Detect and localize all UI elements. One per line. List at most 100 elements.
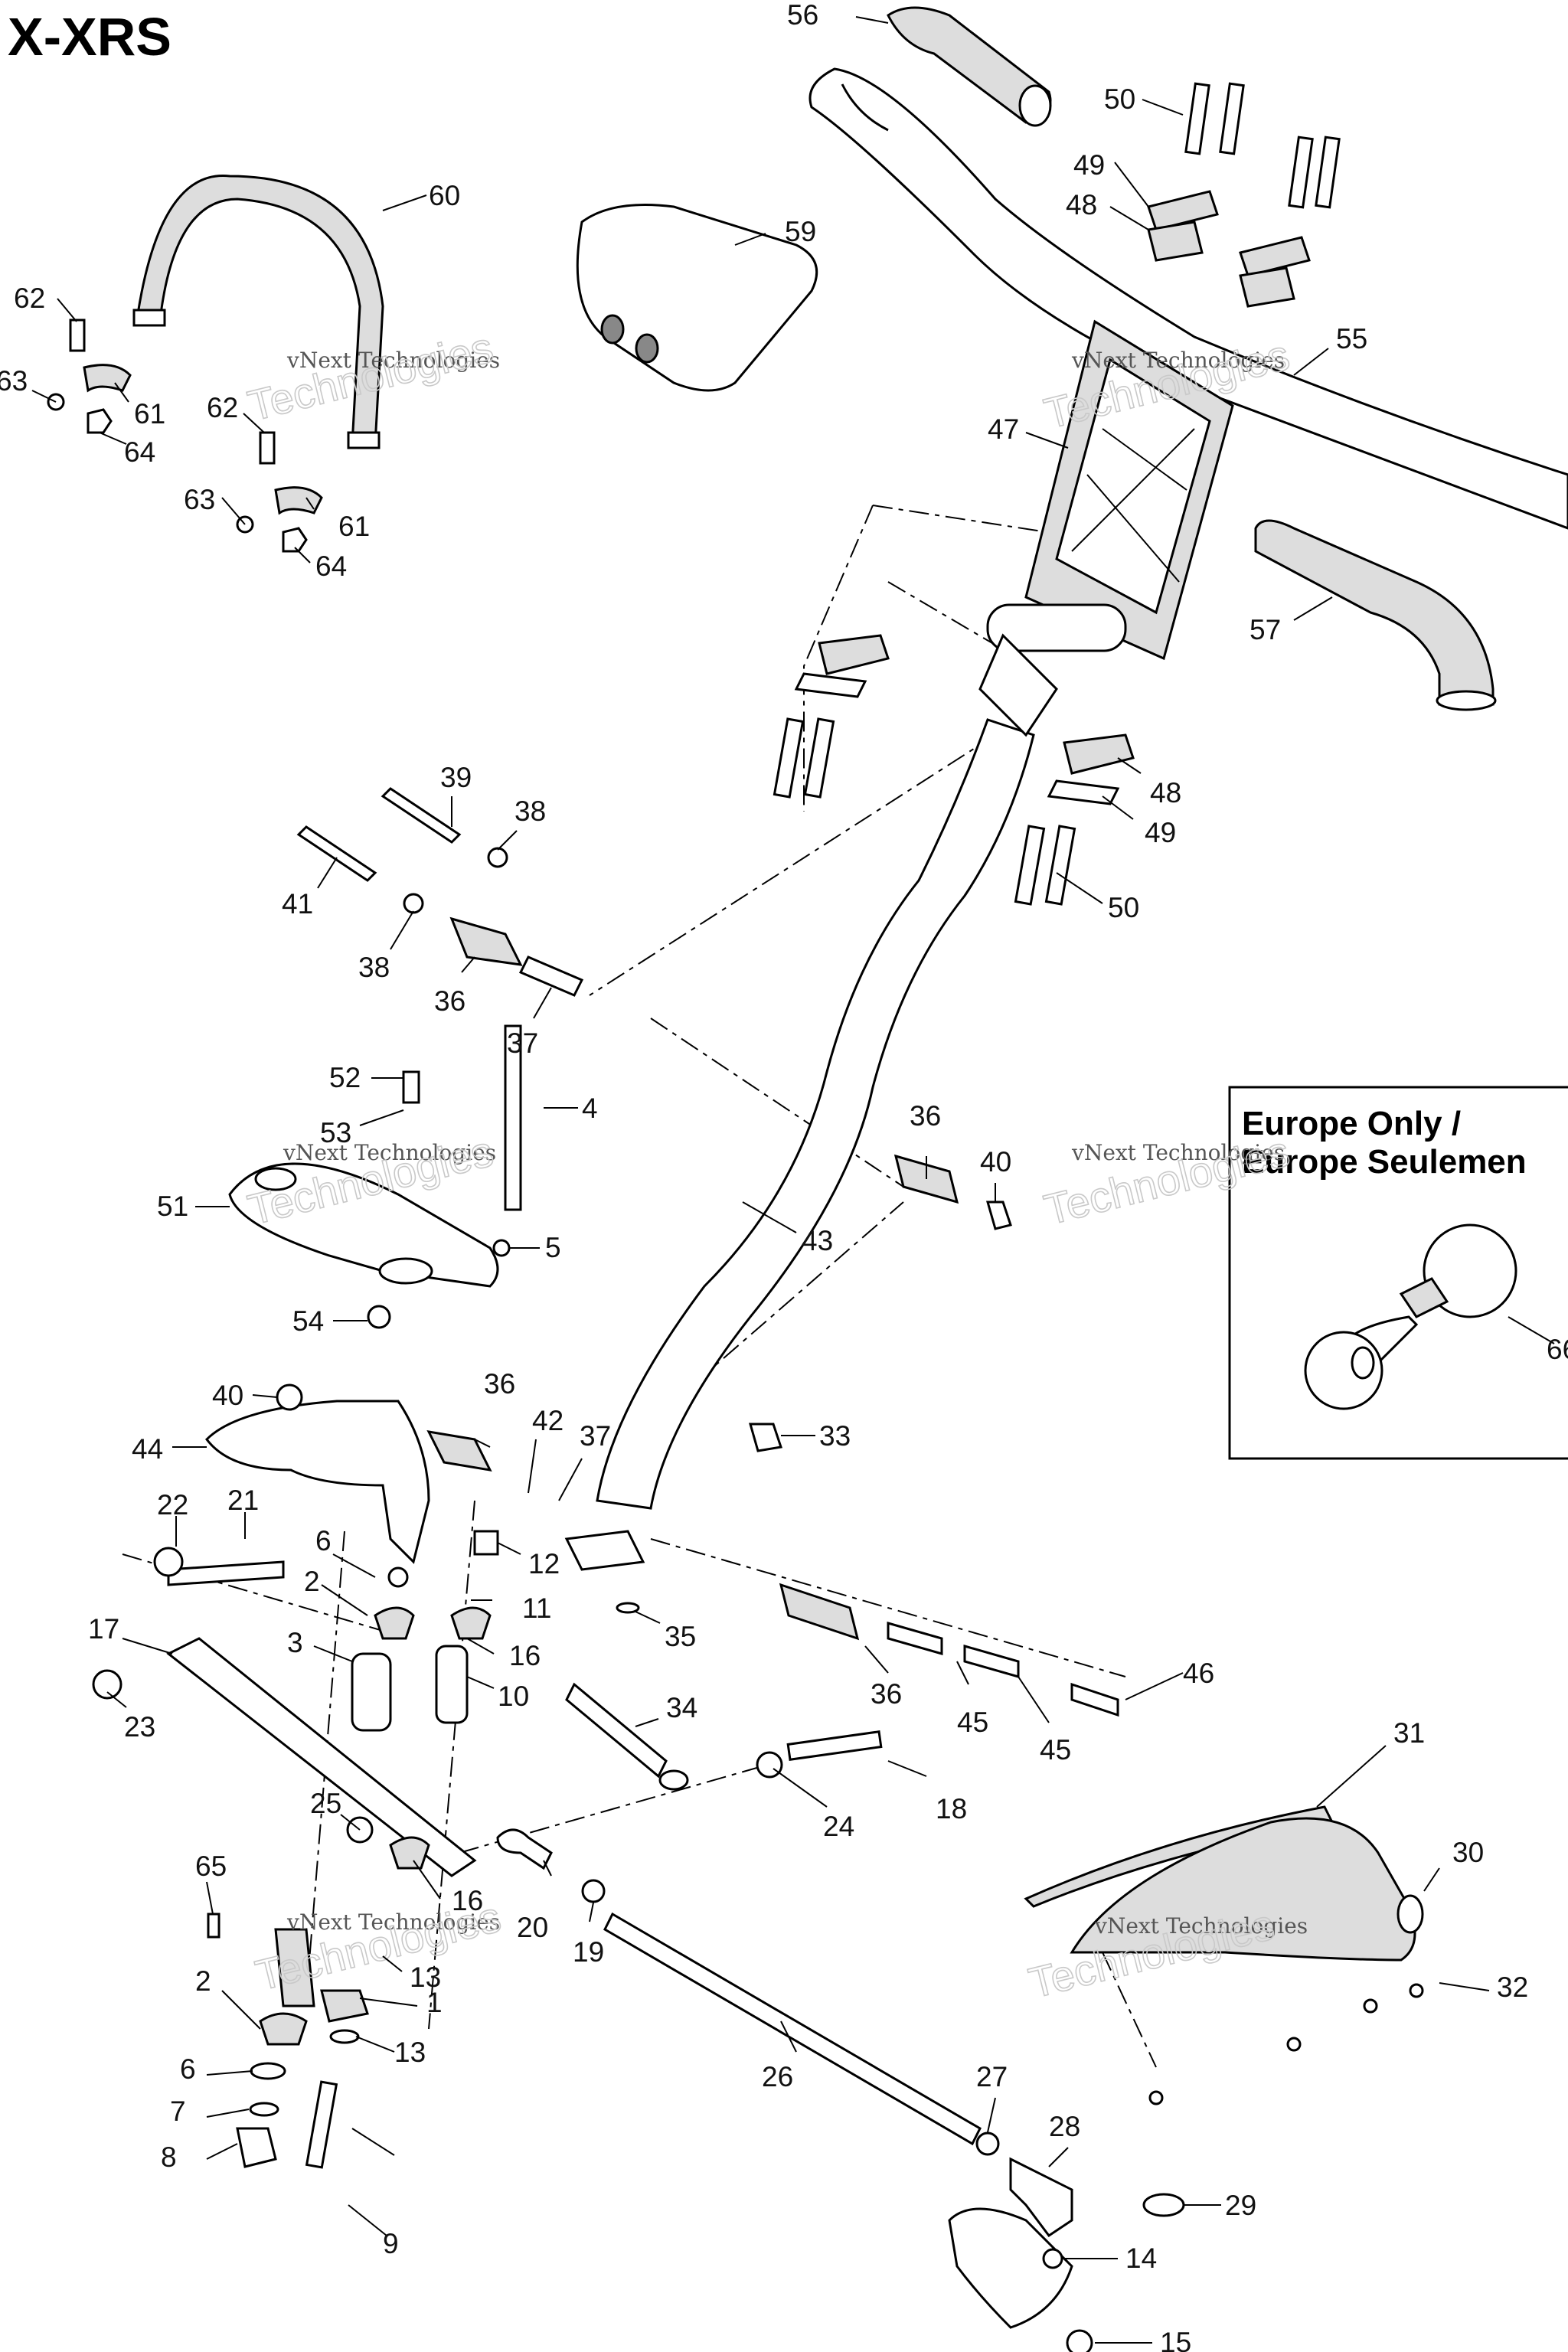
callout-62: 62 <box>207 392 238 423</box>
callout-23: 23 <box>124 1711 155 1743</box>
callout-41: 41 <box>282 888 313 920</box>
callout-2: 2 <box>195 1965 211 1997</box>
callout-10: 10 <box>498 1681 529 1712</box>
callout-8: 8 <box>161 2141 177 2173</box>
callout-42: 42 <box>532 1405 564 1436</box>
callout-4: 4 <box>582 1093 598 1124</box>
callout-34: 34 <box>666 1692 697 1723</box>
callout-12: 12 <box>528 1548 560 1579</box>
callout-20: 20 <box>517 1912 548 1943</box>
callout-5: 5 <box>545 1232 561 1263</box>
callout-14: 14 <box>1125 2243 1157 2274</box>
callout-6: 6 <box>180 2053 196 2085</box>
callout-51: 51 <box>157 1191 188 1222</box>
callout-61: 61 <box>134 398 165 430</box>
callout-25: 25 <box>310 1788 341 1819</box>
callout-62: 62 <box>14 283 45 314</box>
callout-66: 66 <box>1547 1334 1568 1365</box>
callout-36: 36 <box>484 1368 515 1400</box>
callout-46: 46 <box>1183 1658 1214 1689</box>
callout-33: 33 <box>819 1420 851 1452</box>
callout-38: 38 <box>514 795 546 827</box>
watermark-text: vNext Technologies <box>1094 1913 1308 1939</box>
callout-13: 13 <box>394 2037 426 2068</box>
callout-7: 7 <box>170 2096 186 2127</box>
diagram-title: X-XRS <box>8 7 172 67</box>
callout-26: 26 <box>762 2061 793 2092</box>
callout-16: 16 <box>509 1640 541 1671</box>
callout-40: 40 <box>212 1380 243 1411</box>
upper-clamp-bolts <box>1147 82 1341 308</box>
steering-column-43 <box>596 603 1127 1510</box>
callout-44: 44 <box>132 1433 163 1465</box>
nuts-33-35 <box>616 1423 782 1614</box>
callout-27: 27 <box>976 2061 1008 2092</box>
handlebar <box>808 67 1568 530</box>
callout-60: 60 <box>429 180 460 211</box>
callout-29: 29 <box>1225 2190 1256 2221</box>
callout-32: 32 <box>1497 1971 1528 2003</box>
callout-37: 37 <box>580 1420 611 1452</box>
callout-59: 59 <box>785 216 816 247</box>
callout-labels: 56 50 49 48 60 59 55 62 63 61 64 62 63 6… <box>0 0 1528 2352</box>
callout-47: 47 <box>988 413 1019 445</box>
watermark-text: vNext Technologies <box>286 1909 500 1935</box>
callout-28: 28 <box>1049 2111 1080 2142</box>
watermark-text: vNext Technologies <box>1071 1140 1285 1165</box>
callout-45: 45 <box>957 1707 988 1738</box>
callout-39: 39 <box>440 762 472 793</box>
callout-55: 55 <box>1336 323 1367 354</box>
callout-36: 36 <box>910 1100 941 1132</box>
callout-49: 49 <box>1073 149 1105 181</box>
callout-56: 56 <box>787 0 818 31</box>
callout-48: 48 <box>1066 189 1097 220</box>
callout-6: 6 <box>315 1525 332 1557</box>
horn-icon <box>1304 1223 1517 1410</box>
lower-clamp-bolts <box>773 634 1135 906</box>
callout-64: 64 <box>124 436 155 468</box>
callout-1: 1 <box>426 1987 443 2018</box>
callout-21: 21 <box>227 1485 259 1516</box>
europe-inset: Europe Only / Europe Seulemen 66 <box>1228 1086 1568 1460</box>
callout-63: 63 <box>0 365 28 397</box>
cover-30-31 <box>1024 1805 1424 2105</box>
watermark-text: vNext Technologies <box>286 348 500 373</box>
callout-3: 3 <box>287 1627 303 1658</box>
callout-31: 31 <box>1393 1717 1425 1749</box>
callout-36: 36 <box>871 1678 902 1710</box>
lower-cross-member <box>92 1530 499 1877</box>
callout-35: 35 <box>665 1621 696 1652</box>
callout-61: 61 <box>338 511 370 542</box>
callout-2: 2 <box>304 1566 320 1597</box>
steering-linkage <box>496 1530 1185 2352</box>
callout-17: 17 <box>88 1613 119 1645</box>
inset-title-line1: Europe Only / <box>1242 1105 1461 1142</box>
hoop-60 <box>132 175 384 449</box>
callout-43: 43 <box>802 1225 833 1256</box>
callout-30: 30 <box>1452 1837 1484 1868</box>
callout-11: 11 <box>522 1592 551 1624</box>
callout-22: 22 <box>157 1489 188 1521</box>
callout-45: 45 <box>1040 1734 1071 1766</box>
callout-37: 37 <box>507 1027 538 1059</box>
callout-52: 52 <box>329 1062 361 1093</box>
callout-49: 49 <box>1145 817 1176 848</box>
grip-57 <box>1254 519 1497 711</box>
hoop-clamp-hardware <box>47 318 323 553</box>
bracket-44 <box>205 1383 492 1564</box>
callout-50: 50 <box>1104 83 1135 115</box>
link-45-46 <box>779 1583 1119 1717</box>
inset-title-line2: Europe Seulemen <box>1242 1143 1527 1181</box>
callout-40: 40 <box>980 1146 1011 1178</box>
callout-38: 38 <box>358 952 390 983</box>
callout-36: 36 <box>434 985 466 1017</box>
callout-24: 24 <box>823 1811 854 1842</box>
callout-48: 48 <box>1150 777 1181 808</box>
column-support-upper <box>296 787 584 997</box>
watermark-text: vNext Technologies <box>1071 348 1285 373</box>
callout-57: 57 <box>1250 614 1281 645</box>
callout-13: 13 <box>410 1962 441 1993</box>
leader-lines <box>31 16 1490 2344</box>
lower-column-hardware <box>207 1913 369 2169</box>
